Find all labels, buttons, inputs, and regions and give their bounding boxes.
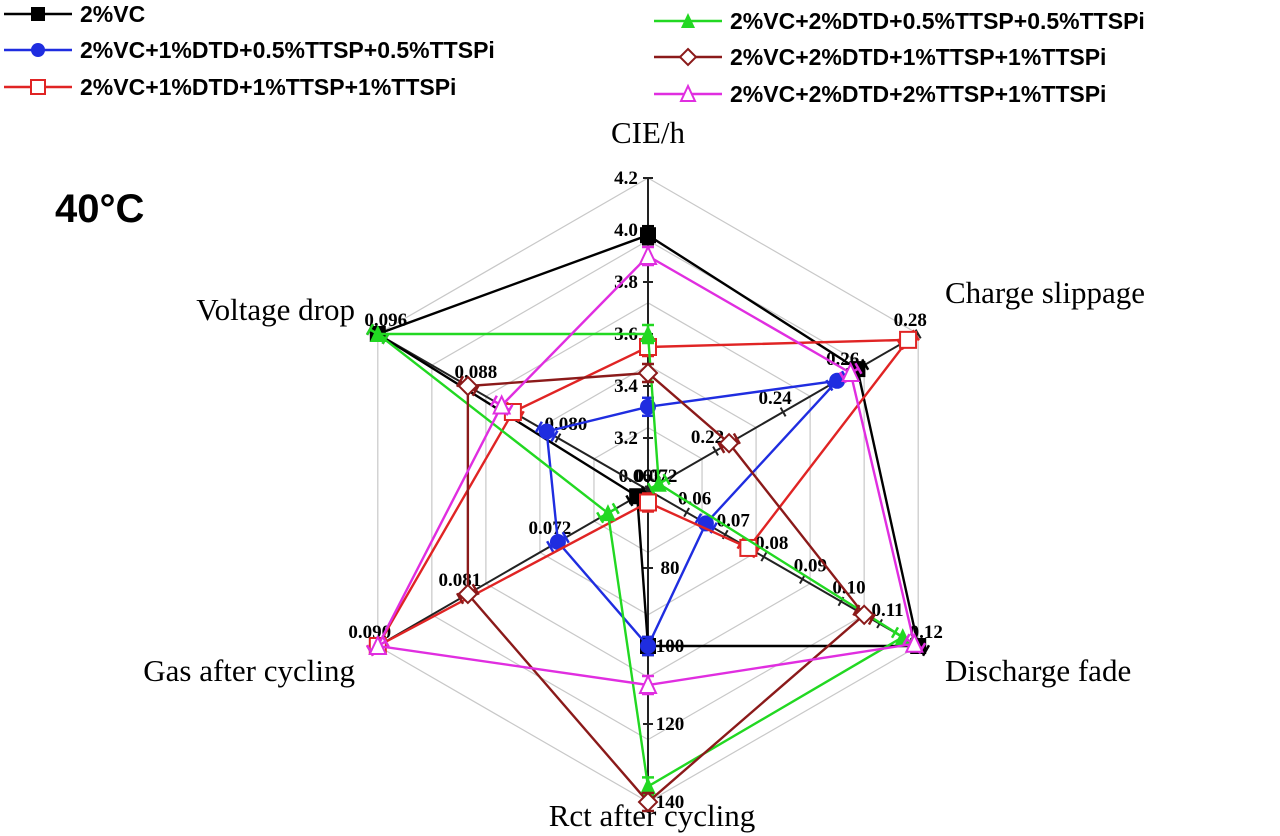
tick-label: 0.11: [871, 600, 903, 621]
data-point: [904, 632, 924, 653]
data-point: [368, 634, 388, 655]
data-point: [650, 474, 667, 492]
legend-item: 2%VC+2%DTD+1%TTSP+1%TTSPi: [654, 44, 1106, 70]
data-point: [899, 330, 918, 349]
tick-mark: [779, 407, 787, 417]
tick-label: 80: [661, 558, 680, 579]
data-point: [640, 227, 656, 244]
tick-label: 0.12: [910, 622, 943, 643]
tick-label: 4.2: [614, 168, 638, 189]
legend-item: 2%VC+1%DTD+0.5%TTSP+0.5%TTSPi: [4, 37, 495, 63]
data-point: [369, 325, 386, 342]
data-point: [457, 375, 479, 397]
tick-label: 0.24: [758, 388, 792, 409]
tick-label: 0.06: [678, 488, 711, 509]
axis-title: Voltage drop: [196, 292, 355, 327]
data-point: [679, 83, 697, 102]
data-point: [640, 325, 656, 342]
axis-title: Charge slippage: [945, 275, 1145, 310]
data-point: [638, 244, 658, 265]
data-point: [637, 362, 659, 384]
legend-label: 2%VC+2%DTD+2%TTSP+1%TTSPi: [730, 81, 1106, 107]
series-3: [365, 329, 920, 657]
tick-label: 3.8: [614, 272, 638, 293]
axis-title: Gas after cycling: [143, 653, 355, 688]
data-point: [492, 394, 512, 415]
axis-title: Discharge fade: [945, 653, 1131, 688]
data-point: [640, 638, 656, 654]
data-point: [638, 673, 658, 694]
tick-label: 0.28: [894, 310, 927, 331]
tick-label: 0.08: [755, 533, 788, 554]
series-4: [365, 323, 915, 797]
tick-label: 120: [656, 714, 685, 735]
data-point: [599, 504, 616, 522]
data-point: [637, 791, 659, 813]
data-point: [639, 493, 657, 512]
data-point: [538, 423, 555, 440]
data-point: [718, 432, 740, 454]
series-6: [365, 244, 927, 696]
series-line: [545, 379, 841, 649]
tick-label: 0.081: [438, 570, 481, 591]
tick-label: 3.2: [614, 428, 638, 449]
data-point: [549, 534, 566, 550]
series-5: [455, 362, 877, 813]
tick-mark: [760, 552, 768, 562]
tick-label: 0.063: [619, 466, 662, 487]
axis-title: Rct after cycling: [549, 798, 756, 833]
data-point: [640, 777, 656, 795]
data-point: [681, 13, 695, 28]
legend-label: 2%VC: [80, 1, 145, 27]
data-point: [457, 583, 479, 605]
tick-mark: [712, 446, 719, 456]
legend-label: 2%VC+2%DTD+0.5%TTSP+0.5%TTSPi: [730, 8, 1145, 34]
data-point: [31, 43, 45, 57]
temperature-annotation: 40°C: [55, 187, 144, 231]
data-point: [678, 47, 698, 67]
data-point: [853, 604, 875, 626]
legend-label: 2%VC+1%DTD+0.5%TTSP+0.5%TTSPi: [80, 37, 495, 63]
legend-label: 2%VC+2%DTD+1%TTSP+1%TTSPi: [730, 44, 1106, 70]
tick-label: 0.072: [529, 518, 572, 539]
tick-label: 3.4: [614, 376, 638, 397]
legend-item: 2%VC+2%DTD+0.5%TTSP+0.5%TTSPi: [654, 8, 1145, 34]
radar-series: [365, 224, 931, 813]
tick-label: 0.07: [717, 511, 751, 532]
data-point: [31, 7, 45, 21]
tick-label: 4.0: [614, 220, 638, 241]
legend: 2%VC 2%VC+1%DTD+0.5%TTSP+0.5%TTSPi 2%VC+1%…: [4, 1, 1145, 107]
legend-item: 2%VC+2%DTD+2%TTSP+1%TTSPi: [654, 81, 1106, 107]
data-point: [841, 361, 861, 382]
legend-label: 2%VC+1%DTD+1%TTSP+1%TTSPi: [80, 74, 456, 100]
axis-title: CIE/h: [611, 115, 686, 150]
data-point: [30, 79, 46, 95]
legend-item: 2%VC+1%DTD+1%TTSP+1%TTSPi: [4, 74, 456, 100]
tick-label: 0.10: [832, 578, 865, 599]
legend-item: 2%VC: [4, 1, 145, 27]
tick-mark: [683, 507, 690, 518]
tick-label: 0.088: [454, 362, 497, 383]
axis-line: [647, 489, 919, 647]
tick-mark: [554, 433, 562, 443]
tick-label: 0.09: [794, 555, 827, 576]
tick-label: 140: [656, 792, 685, 813]
